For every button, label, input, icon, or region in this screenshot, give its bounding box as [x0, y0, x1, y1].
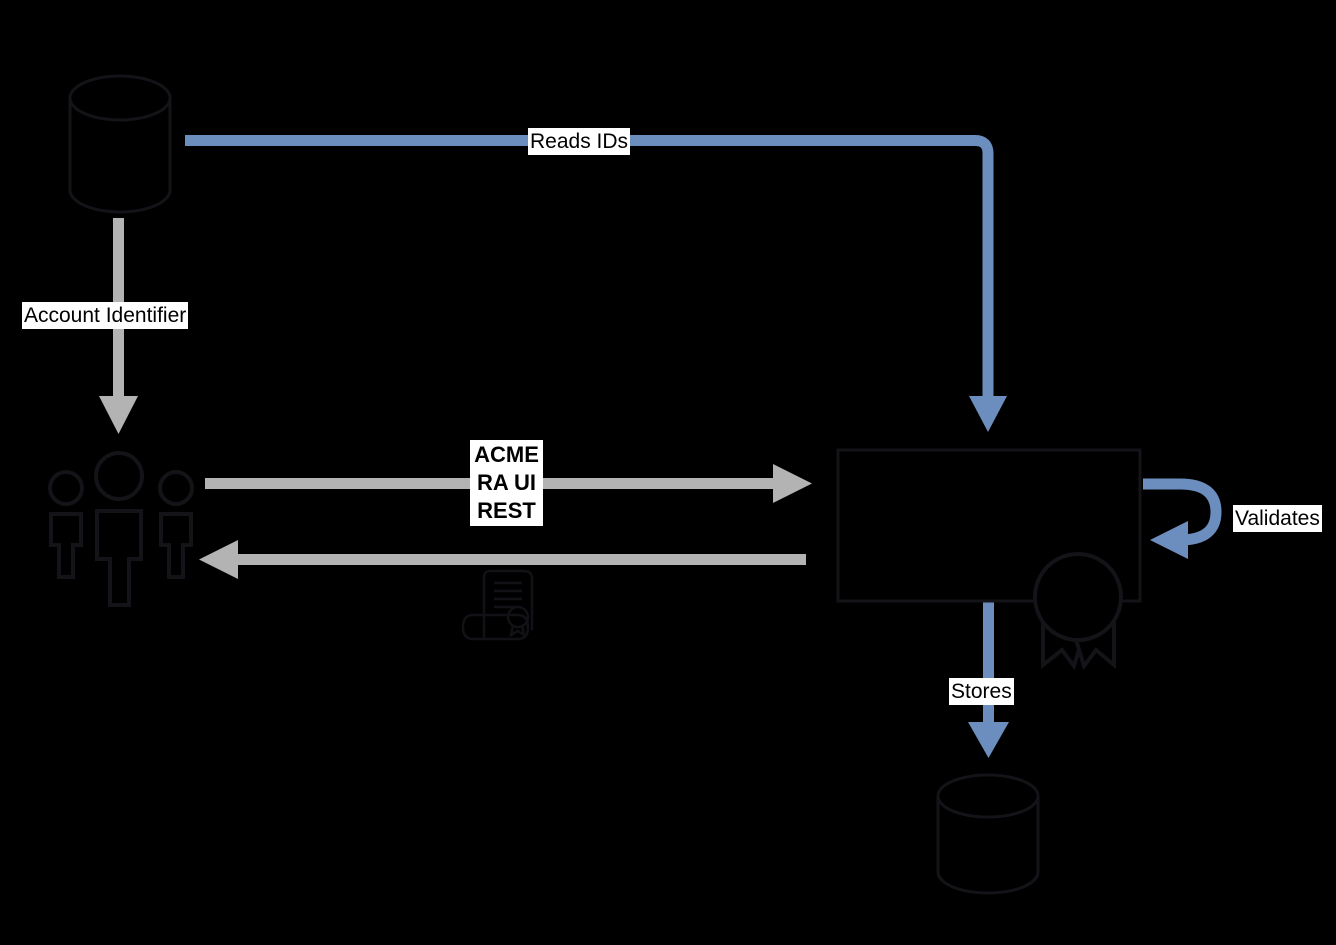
node-certificate-badge	[1033, 552, 1123, 671]
edge-validates	[1143, 478, 1222, 559]
edge-label-account-identifier: Account Identifier	[22, 302, 189, 329]
edge-label-validates: Validates	[1233, 505, 1322, 532]
edge-label-acme-line3: REST	[470, 496, 543, 526]
edge-label-reads-ids: Reads IDs	[528, 128, 631, 155]
edge-stores	[968, 601, 1009, 758]
node-source-database[interactable]	[68, 74, 172, 214]
node-users-group[interactable]	[48, 451, 194, 607]
edge-label-stores: Stores	[949, 678, 1014, 705]
edge-label-acme-line2: RA UI	[470, 468, 543, 498]
node-certificate-scroll	[461, 569, 534, 641]
node-target-database[interactable]	[936, 773, 1040, 895]
edge-response	[199, 540, 806, 579]
edge-label-acme-line1: ACME	[470, 440, 543, 470]
edge-reads-ids	[185, 135, 1007, 432]
